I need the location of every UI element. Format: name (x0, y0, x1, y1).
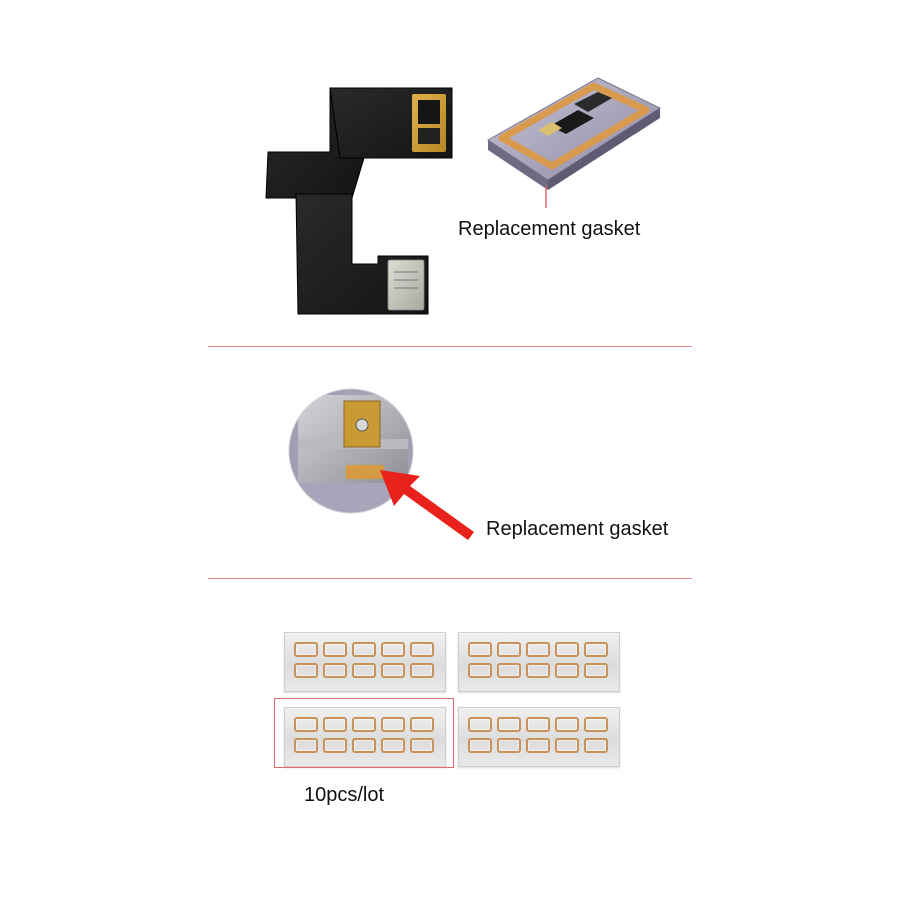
divider-bottom (208, 578, 692, 579)
gasket-sheet (284, 632, 446, 692)
highlight-box (274, 698, 454, 768)
installed-gasket-photo (288, 388, 414, 514)
gasket-sheet (284, 707, 446, 767)
replacement-gasket-label-2: Replacement gasket (486, 518, 669, 540)
divider-top (208, 346, 692, 347)
flex-cable-image (265, 87, 453, 315)
gasket-module-image (487, 77, 662, 208)
replacement-gasket-label-1: Replacement gasket (458, 218, 641, 240)
quantity-caption: 10pcs/lot (304, 784, 385, 806)
red-arrow-icon (380, 470, 474, 540)
gasket-sheet (458, 632, 620, 692)
gasket-sheet (458, 707, 620, 767)
